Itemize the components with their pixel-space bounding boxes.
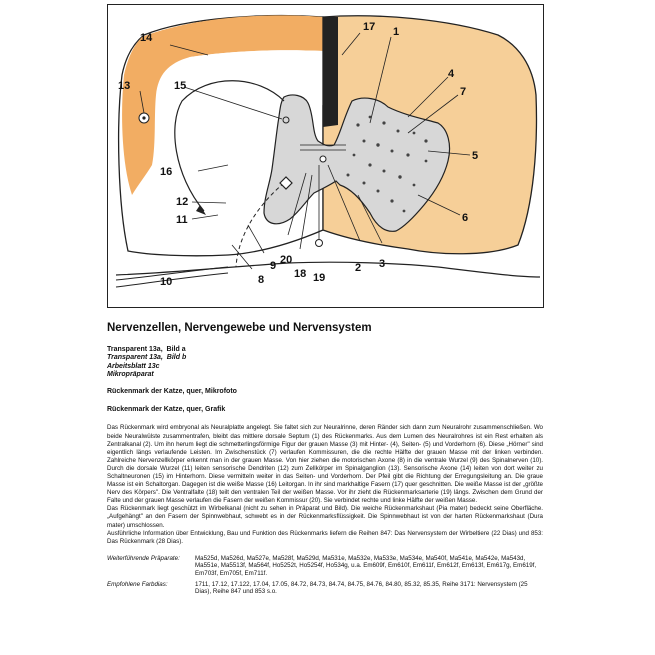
subtitle: Rückenmark der Katze, quer, Grafik bbox=[107, 406, 543, 414]
figure-label: 19 bbox=[313, 272, 325, 284]
transparent-list: Transparent 13a, Bild a Transparent 13a,… bbox=[107, 346, 543, 380]
transparent-lead: Transparent 13a, bbox=[107, 354, 163, 361]
body-paragraph: Ausführliche Information über Entwicklun… bbox=[107, 530, 543, 546]
figure-label: 10 bbox=[160, 276, 172, 288]
footer-row: Empfohlene Farbdias: 1711, 17.12, 17.122… bbox=[107, 581, 543, 596]
figure-label: 2 bbox=[355, 262, 361, 274]
figure-label: 6 bbox=[462, 212, 468, 224]
body-paragraph: Das Rückenmark liegt geschützt im Wirbel… bbox=[107, 505, 543, 529]
figure-label: 1 bbox=[393, 26, 399, 38]
page-title: Nervenzellen, Nervengewebe und Nervensys… bbox=[107, 322, 543, 334]
figure-label: 9 bbox=[270, 260, 276, 272]
transparent-item: Transparent 13a, Bild a bbox=[107, 346, 543, 354]
spinal-cord-diagram: 17 1 4 7 5 6 14 13 15 16 12 11 10 8 9 20… bbox=[107, 4, 544, 308]
figure-label: 17 bbox=[363, 21, 375, 33]
text-section: Nervenzellen, Nervengewebe und Nervensys… bbox=[107, 322, 543, 599]
footer-value: Ma525d, Ma526d, Ma527e, Ma528f, Ma529d, … bbox=[195, 555, 543, 578]
body-paragraph: Das Rückenmark wird embryonal als Neural… bbox=[107, 424, 543, 505]
footer-label: Weiterführende Präparate: bbox=[107, 555, 195, 578]
footer-row: Weiterführende Präparate: Ma525d, Ma526d… bbox=[107, 555, 543, 578]
transparent-item: Transparent 13a, Bild b bbox=[107, 354, 543, 362]
figure-label: 3 bbox=[379, 258, 385, 270]
figure-label: 11 bbox=[176, 214, 188, 226]
transparent-lead: Arbeitsblatt 13c bbox=[107, 363, 160, 370]
footer: Weiterführende Präparate: Ma525d, Ma526d… bbox=[107, 555, 543, 596]
transparent-item: Mikropräparat bbox=[107, 371, 543, 379]
figure-label: 18 bbox=[294, 268, 306, 280]
figure-label: 16 bbox=[160, 166, 172, 178]
transparent-rest: Bild a bbox=[167, 346, 186, 353]
transparent-rest: Bild b bbox=[167, 354, 186, 361]
figure-label: 12 bbox=[176, 196, 188, 208]
transparent-lead: Mikropräparat bbox=[107, 371, 154, 378]
spinal-cord-cross-section: 17 1 4 7 5 6 14 13 15 16 12 11 10 8 9 20… bbox=[108, 5, 543, 307]
figure-label: 5 bbox=[472, 150, 478, 162]
body-text: Das Rückenmark wird embryonal als Neural… bbox=[107, 424, 543, 545]
subtitle: Rückenmark der Katze, quer, Mikrofoto bbox=[107, 388, 543, 396]
figure-label: 20 bbox=[280, 254, 292, 266]
footer-value: 1711, 17.12, 17.122, 17.04, 17.05, 84.72… bbox=[195, 581, 543, 596]
figure-label: 4 bbox=[448, 68, 455, 80]
figure-label: 14 bbox=[140, 32, 153, 44]
transparent-lead: Transparent 13a, bbox=[107, 346, 163, 353]
figure-label: 15 bbox=[174, 80, 186, 92]
footer-label: Empfohlene Farbdias: bbox=[107, 581, 195, 596]
figure-label: 7 bbox=[460, 86, 466, 98]
figure-label: 13 bbox=[118, 80, 130, 92]
transparent-item: Arbeitsblatt 13c bbox=[107, 363, 543, 371]
figure-label: 8 bbox=[258, 274, 264, 286]
